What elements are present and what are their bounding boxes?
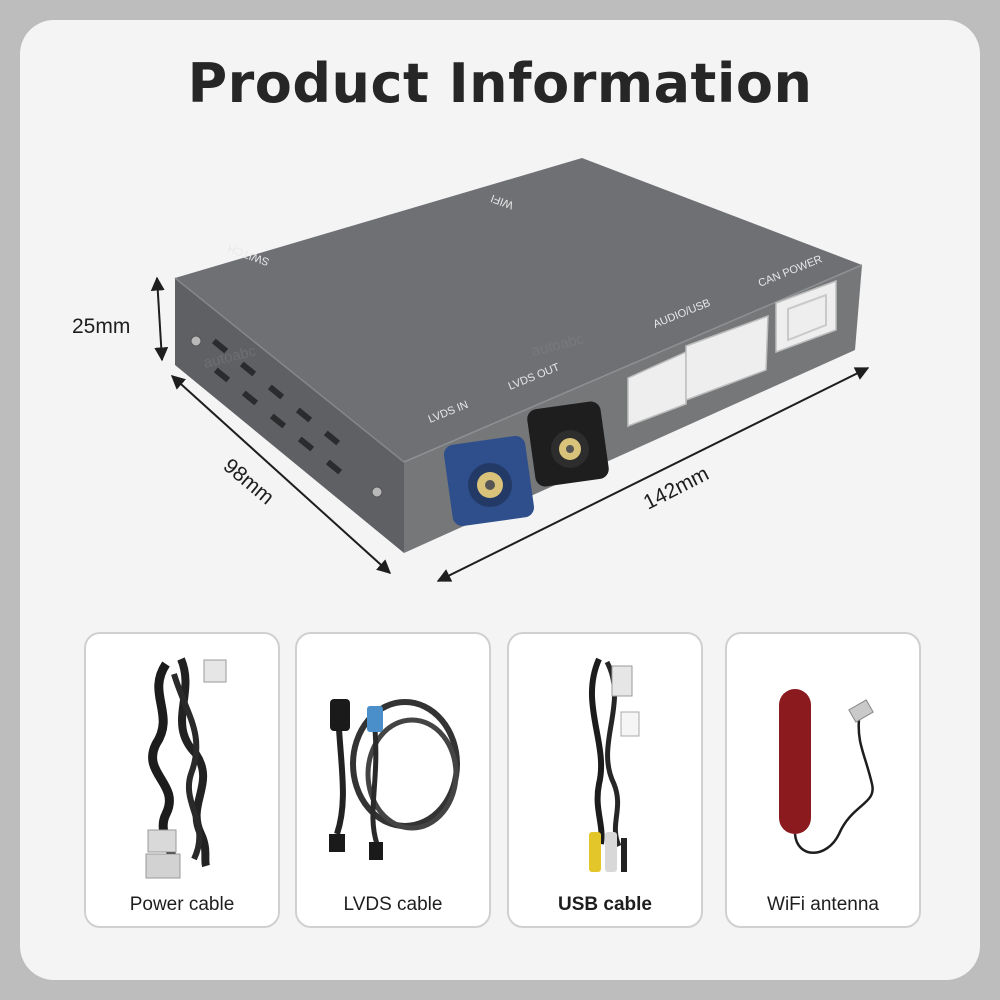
wifi-antenna-icon [779, 689, 874, 854]
accessory-label: LVDS cable [343, 894, 443, 915]
accessory-power-cable: Power cable [84, 632, 280, 928]
lvds-out-connector [527, 401, 609, 487]
accessory-lvds-cable: LVDS cable [295, 632, 491, 928]
screw [371, 486, 383, 498]
dim-width-label: 142mm [640, 462, 713, 514]
height-arrow [150, 276, 169, 362]
power-cable-icon [145, 657, 227, 879]
product-diagram: LVDS IN LVDS OUT AUDIO/USB CAN POWER SWI… [72, 158, 870, 582]
usb-cable-icon [588, 657, 640, 872]
width-arrow [436, 367, 870, 582]
page-title: Product Information [187, 52, 813, 115]
depth-arrow [170, 375, 392, 574]
lvds-cable-icon [329, 699, 460, 860]
screw [190, 335, 202, 347]
dim-depth-label: 98mm [219, 454, 278, 509]
accessory-label: USB cable [558, 894, 652, 915]
accessory-wifi-antenna: WiFi antenna [725, 632, 921, 928]
accessory-usb-cable: USB cable [507, 632, 703, 928]
dim-height-label: 25mm [72, 315, 130, 338]
lvds-in-connector [443, 435, 535, 527]
accessory-label: Power cable [129, 894, 235, 915]
can-power-connector [775, 279, 837, 354]
accessory-label: WiFi antenna [767, 894, 879, 915]
